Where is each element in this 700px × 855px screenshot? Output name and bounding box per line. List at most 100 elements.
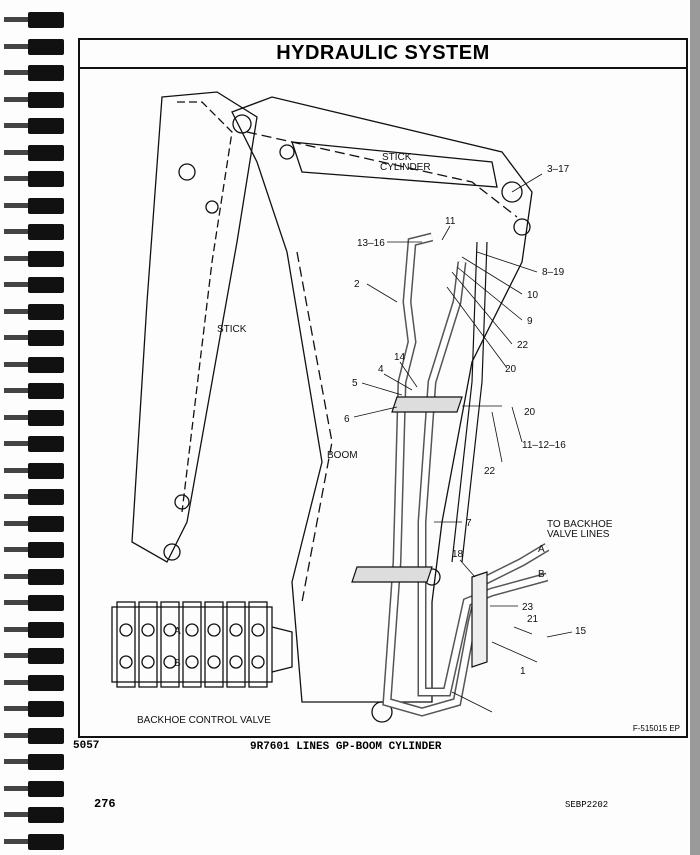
valve-section [116,601,136,688]
scan-edge [690,0,700,855]
binding-ring [4,171,64,187]
callout-number: 13–16 [357,238,385,249]
spiral-binding [0,0,70,855]
binding-ring [4,621,64,638]
callout-number: 8–19 [542,267,565,278]
binding-ring [4,568,64,585]
binding-ring [4,595,64,611]
valve-section [226,601,246,688]
figure-reference: F-515015 EP [632,724,680,733]
binding-ring [4,542,64,558]
boom-label: BOOM [327,450,358,461]
binding-ring [4,12,64,28]
binding-ring [4,303,64,320]
binding-ring [4,701,64,717]
callout-number: 22 [484,466,496,477]
leader-lines [353,173,573,713]
binding-ring [4,409,64,426]
valve-port [119,655,133,669]
binding-ring [4,330,64,346]
binding-ring [4,436,64,452]
valve-port [251,623,265,637]
valve-port [185,655,199,669]
page-number: 276 [94,797,116,811]
binding-ring [4,807,64,823]
valve-port [185,623,199,637]
binding-ring [4,38,64,55]
valve-section [182,601,202,688]
backhoe-lines-label: TO BACKHOE [547,519,613,530]
callout-number: 11 [445,216,456,227]
binding-ring [4,515,64,532]
valve-section [138,601,158,688]
callout-number: 14 [394,352,406,363]
callout-number: 9 [527,316,533,327]
valve-port [141,655,155,669]
binding-ring [4,648,64,664]
control-valve-drawing [111,601,293,688]
binding-ring [4,224,64,240]
boom-drawing [231,96,533,723]
hoses [351,232,550,717]
valve-port [163,655,177,669]
port-b-label: B [538,569,545,580]
callout-number: 4 [378,364,384,375]
binding-ring [4,277,64,293]
callout-number: 6 [344,414,350,425]
group-number: 5057 [73,740,100,752]
callout-number: 7 [466,518,472,529]
stick-drawing [131,91,258,563]
port-a-label: A [538,544,545,555]
callout-number: 20 [524,407,536,418]
callout-number: 20 [505,364,517,375]
binding-ring [4,356,64,373]
valve-section [160,601,180,688]
callout-number: 15 [575,626,587,637]
stick-cylinder-label: STICK [382,152,412,163]
binding-ring [4,197,64,214]
valve-port [229,623,243,637]
valve-port [119,623,133,637]
callout-number: 3–17 [547,164,570,175]
figure-frame: HYDRAULIC SYSTEM [78,38,688,738]
binding-ring [4,727,64,744]
binding-ring [4,833,64,850]
valve-section [248,601,268,688]
callout-number: 11–12–16 [522,440,566,451]
binding-ring [4,383,64,399]
callout-number: 10 [527,290,539,301]
callout-number: 22 [517,340,529,351]
valve-b-label: B [174,658,181,669]
callout-number: 1 [520,666,526,677]
binding-ring [4,250,64,267]
valve-port [141,623,155,637]
callout-number: 21 [527,614,539,625]
page-title: HYDRAULIC SYSTEM [80,40,686,69]
valve-port [163,623,177,637]
binding-ring [4,65,64,81]
binding-ring [4,91,64,108]
valve-port [251,655,265,669]
binding-ring [4,462,64,479]
valve-port [207,655,221,669]
valve-port [207,623,221,637]
valve-section [204,601,224,688]
callout-number: 5 [352,378,358,389]
callout-number: 2 [354,279,360,290]
document-code: SEBP2202 [565,800,609,810]
callout-number: 23 [522,602,534,613]
stick-label: STICK [217,324,247,335]
binding-ring [4,489,64,505]
valve-a-label: A [174,626,181,637]
binding-ring [4,780,64,797]
binding-ring [4,754,64,770]
figure-caption: 9R7601 LINES GP-BOOM CYLINDER [250,741,442,753]
control-valve-label: BACKHOE CONTROL VALVE [137,715,271,726]
binding-ring [4,144,64,161]
binding-ring [4,674,64,691]
stick-cylinder-label: CYLINDER [380,162,431,173]
binding-ring [4,118,64,134]
